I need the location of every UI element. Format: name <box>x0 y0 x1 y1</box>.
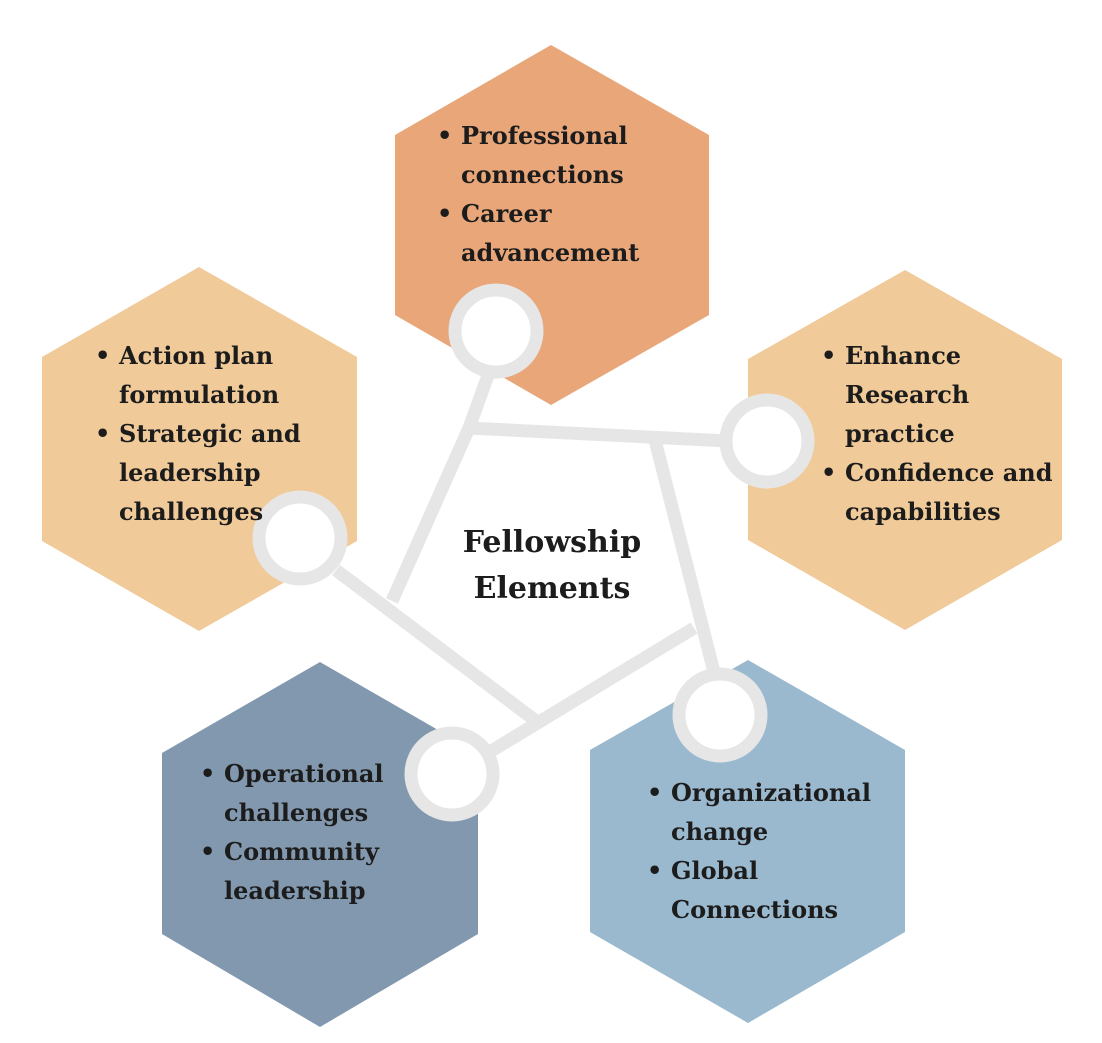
ring-bottom-right <box>672 667 768 763</box>
connector-line <box>462 367 497 431</box>
item-line: formulation <box>119 380 280 409</box>
item-line: challenges <box>224 798 369 827</box>
item-line: Research <box>845 380 970 409</box>
connector-line <box>468 421 729 448</box>
item-line: Community <box>224 837 379 866</box>
bullet-item: Community leadership <box>200 832 383 910</box>
item-line: challenges <box>119 497 264 526</box>
item-line: change <box>671 817 769 846</box>
item-line: Operational <box>224 759 384 788</box>
item-line: Connections <box>671 895 839 924</box>
item-line: Confidence and <box>845 458 1053 487</box>
bullet-item: Career advancement <box>437 194 639 272</box>
bullet-item: Operational challenges <box>200 754 383 832</box>
connector-line <box>332 564 540 727</box>
item-line: leadership <box>224 876 366 905</box>
connector-line <box>386 425 475 604</box>
ring-right <box>719 393 815 489</box>
hexagon-left-list: Action plan formulation Strategic and lead… <box>95 336 301 531</box>
bullet-item: Confidence and capabilities <box>821 453 1053 531</box>
hexagon-top-list: Professional connections Career advancemen… <box>437 116 639 272</box>
item-line: connections <box>461 160 624 189</box>
item-line: Global <box>671 856 759 885</box>
item-line: Strategic and <box>119 419 301 448</box>
hexagon-bottom-left-list: Operational challenges Community leadershi… <box>200 754 383 910</box>
center-title: Fellowship Elements <box>402 520 702 612</box>
item-line: Professional <box>461 121 628 150</box>
bullet-item: Organizational change <box>647 773 871 851</box>
ring-top <box>448 283 544 379</box>
item-line: practice <box>845 419 955 448</box>
item-line: Action plan <box>119 341 274 370</box>
center-title-line: Fellowship <box>462 525 642 560</box>
item-line: advancement <box>461 238 640 267</box>
ring-bottom-left <box>404 726 500 822</box>
connector-line <box>648 438 722 678</box>
item-line: Organizational <box>671 778 871 807</box>
item-line: leadership <box>119 458 261 487</box>
center-title-line: Elements <box>473 571 631 606</box>
item-line: Career <box>461 199 552 228</box>
bullet-item: Strategic and leadership challenges <box>95 414 301 531</box>
connector-line <box>484 622 698 759</box>
item-line: Enhance <box>845 341 962 370</box>
connector-network <box>332 367 729 759</box>
bullet-item: Action plan formulation <box>95 336 301 414</box>
item-line: capabilities <box>845 497 1001 526</box>
bullet-item: Professional connections <box>437 116 639 194</box>
